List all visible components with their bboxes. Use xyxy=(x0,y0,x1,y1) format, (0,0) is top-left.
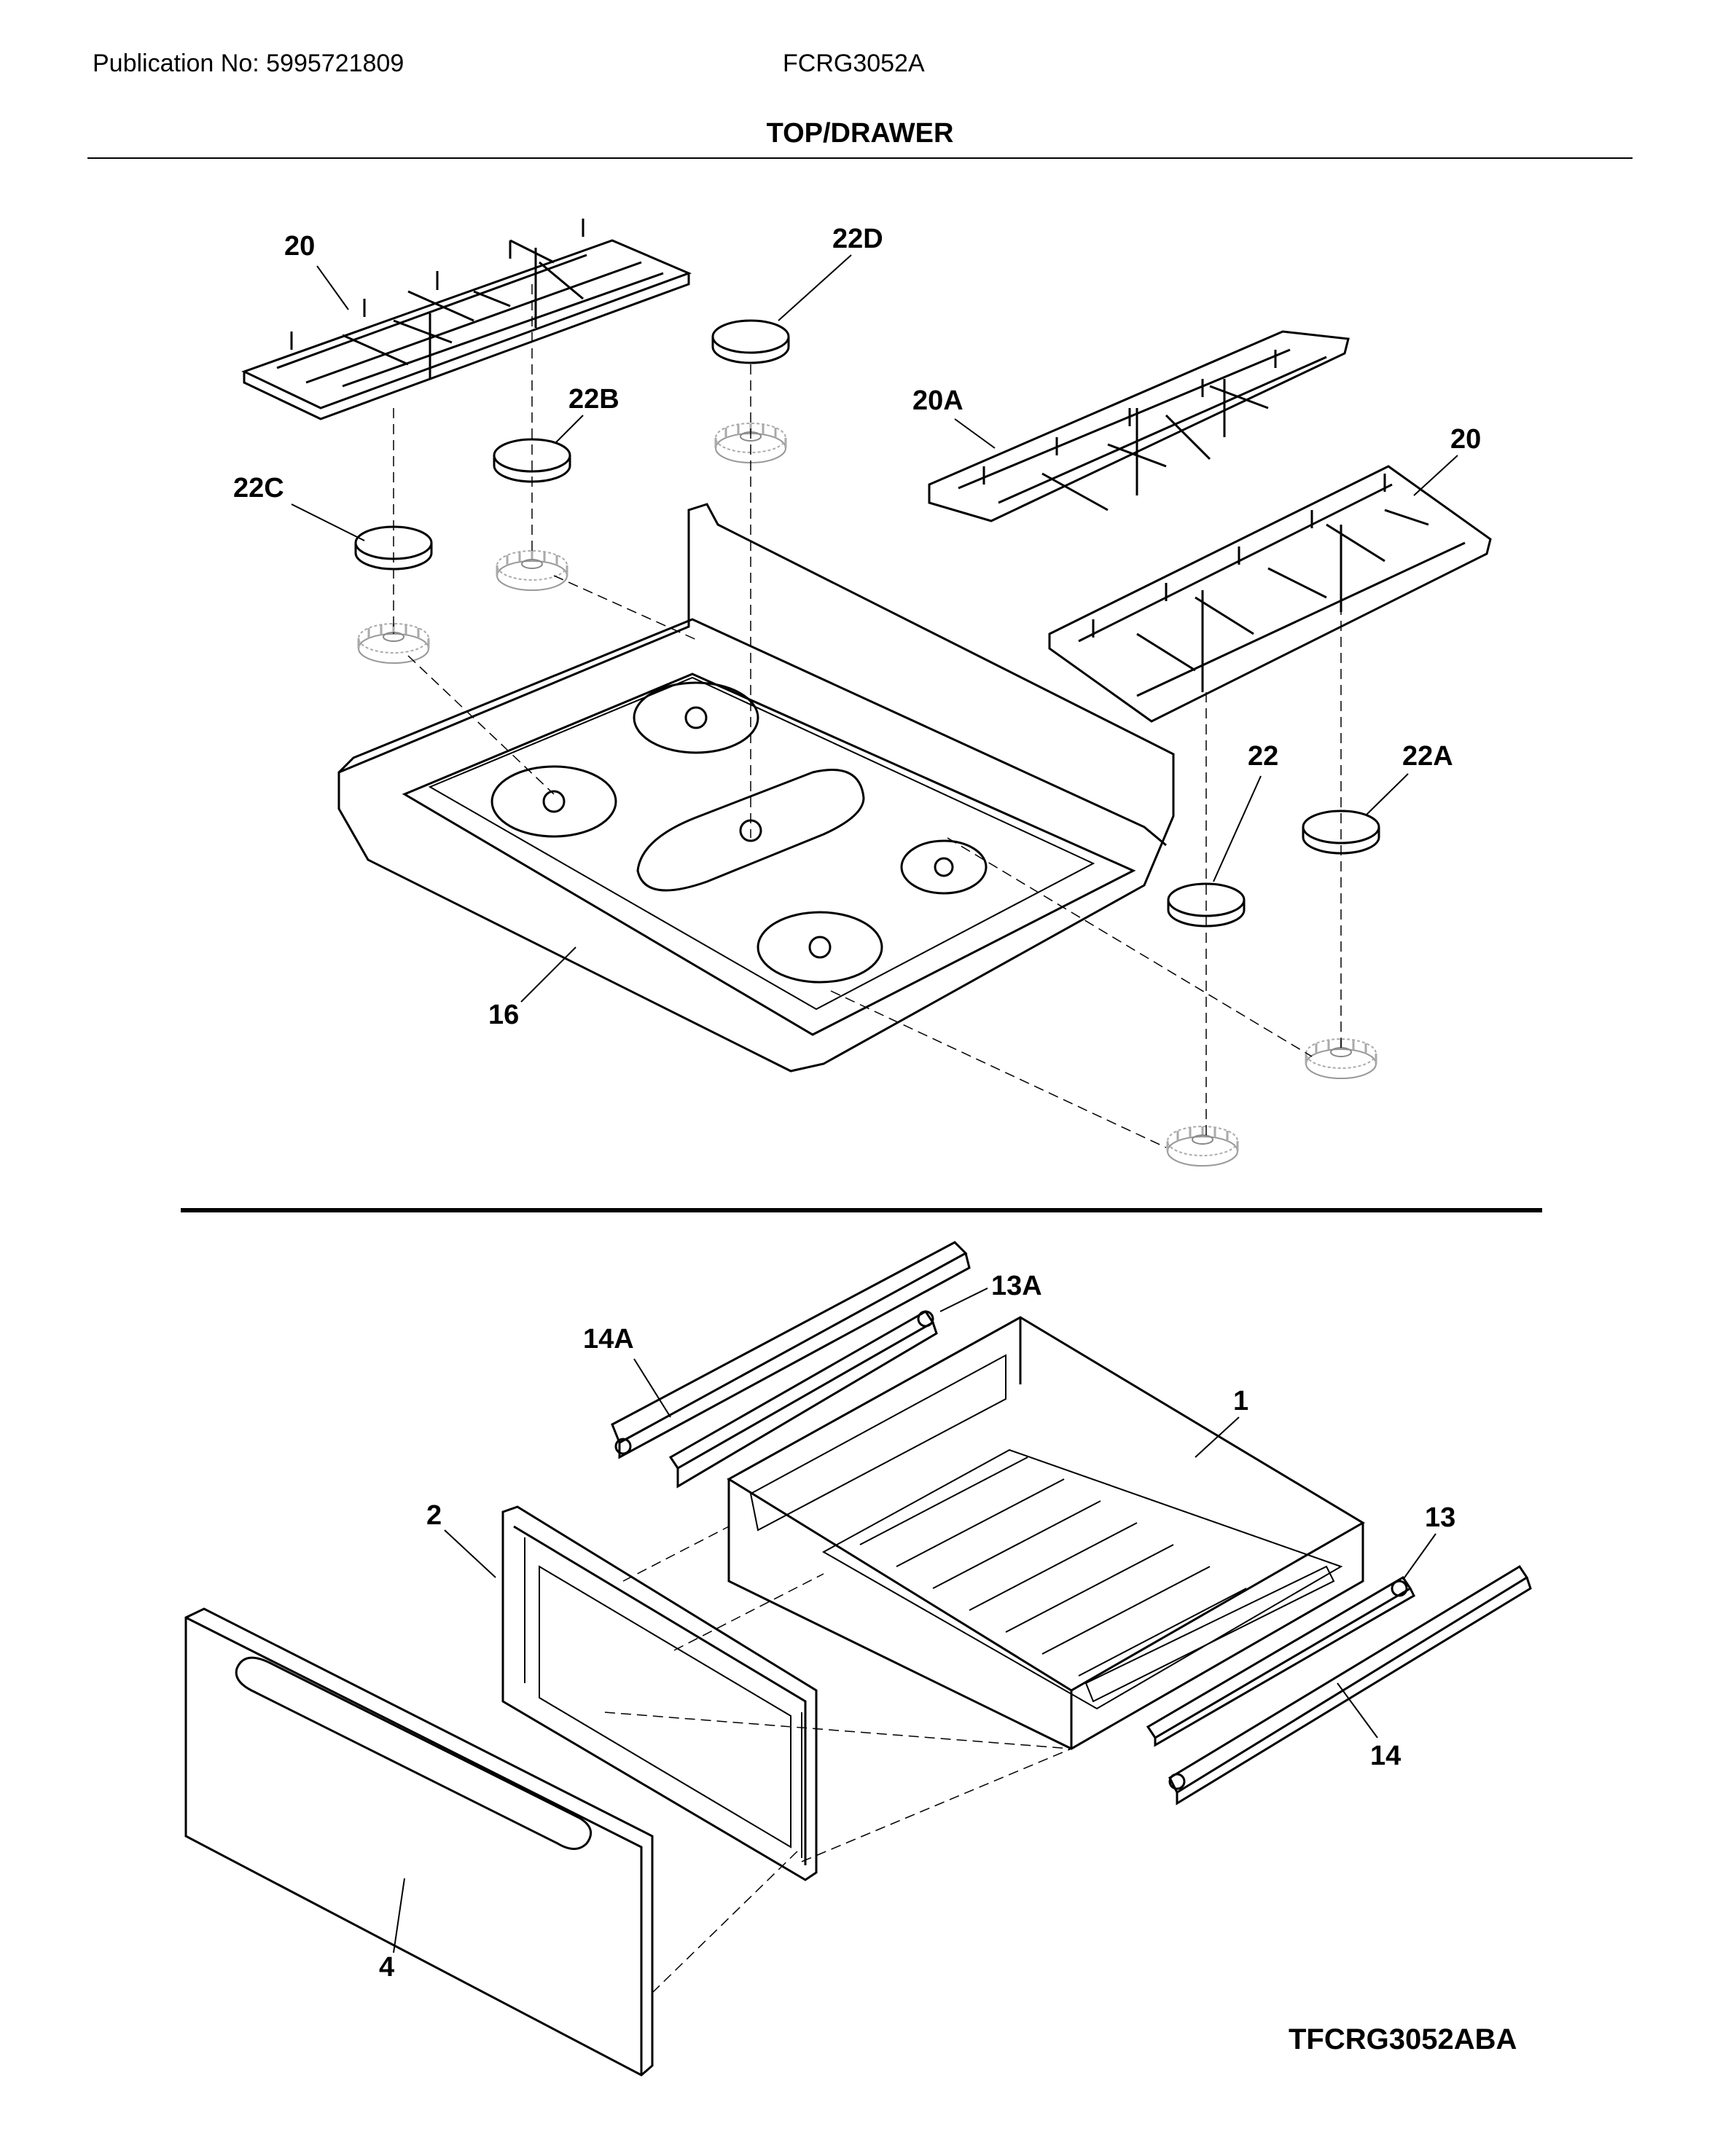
cooktop-main-top xyxy=(337,503,1175,1073)
burner-cap-22c xyxy=(354,525,433,571)
drawer-front xyxy=(184,1607,654,2077)
callout-cap-22c: 22C xyxy=(233,473,284,503)
callout-grate-left: 20 xyxy=(284,231,315,262)
callout-rail-14: 14 xyxy=(1370,1741,1401,1771)
callout-cap-22a: 22A xyxy=(1402,741,1453,772)
burner-cap-22d xyxy=(711,319,790,364)
callout-rail-13: 13 xyxy=(1425,1502,1455,1533)
rail-14 xyxy=(1168,1564,1532,1806)
burner-head-22 xyxy=(1166,1125,1239,1167)
drawer-inner-panel xyxy=(501,1505,818,1881)
section-title: TOP/DRAWER xyxy=(766,118,954,149)
rail-13 xyxy=(1146,1575,1415,1747)
grate-left xyxy=(241,219,692,420)
callout-cap-22d: 22D xyxy=(832,224,883,254)
rail-14a xyxy=(611,1241,971,1459)
section-divider xyxy=(181,1208,1542,1212)
callout-drawer-front: 4 xyxy=(379,1952,394,1983)
model-number: FCRG3052A xyxy=(783,50,925,77)
drawer-body xyxy=(727,1316,1365,1750)
publication-number: Publication No: 5995721809 xyxy=(93,50,404,77)
callout-grate-right: 20 xyxy=(1450,424,1481,455)
callout-drawer-inner: 2 xyxy=(426,1500,442,1531)
grate-right xyxy=(1048,465,1492,723)
burner-head-22c xyxy=(357,622,430,665)
callout-rail-14a: 14A xyxy=(583,1324,634,1355)
callout-cap-22b: 22B xyxy=(568,384,619,415)
header-rule xyxy=(87,157,1633,159)
callout-cap-22: 22 xyxy=(1248,741,1278,772)
callout-grate-20a: 20A xyxy=(912,385,963,416)
callout-rail-13a: 13A xyxy=(991,1271,1042,1301)
rail-13a xyxy=(668,1310,938,1489)
callout-cooktop: 16 xyxy=(488,1000,519,1030)
diagram-code: TFCRG3052ABA xyxy=(1289,2023,1517,2055)
grate-20a xyxy=(928,330,1350,522)
burner-head-22b xyxy=(496,549,568,592)
callout-drawer-body: 1 xyxy=(1233,1386,1248,1416)
